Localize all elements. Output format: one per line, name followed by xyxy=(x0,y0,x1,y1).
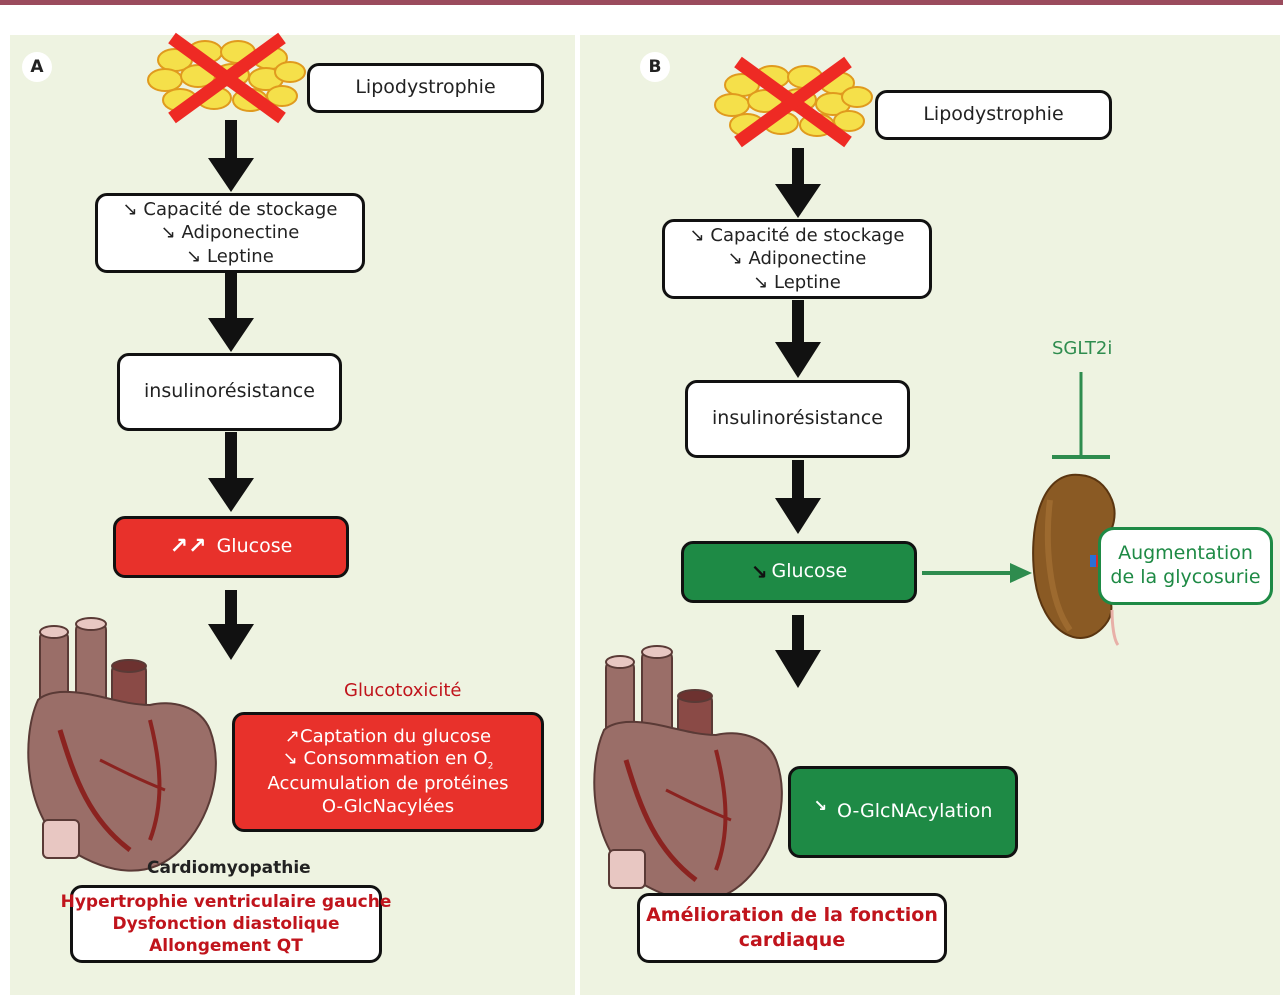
heart-icon-a xyxy=(27,617,217,872)
glucose-down-arrow-icon: ↘ xyxy=(750,559,768,584)
oglcnac-label: O-GlcNAcylation xyxy=(837,800,993,823)
outcome-line-2: Dysfonction diastolique xyxy=(112,913,340,934)
outcome-line-1: Hypertrophie ventriculaire gauche xyxy=(60,891,392,912)
glucose-box-b: ↘ Glucose xyxy=(681,541,917,603)
lipodystrophy-box-b: Lipodystrophie xyxy=(875,90,1112,140)
storage-b-line-3: ↘ Leptine xyxy=(753,271,841,293)
storage-line-3: ↘ Leptine xyxy=(186,245,274,267)
storage-line-2: ↘ Adiponectine xyxy=(160,222,300,244)
glucose-up-arrows-icon: ↗↗ xyxy=(169,534,207,560)
cardiomyopathy-label: Cardiomyopathie xyxy=(147,858,311,878)
oglcnac-box: ↘ O-GlcNAcylation xyxy=(788,766,1018,858)
panel-b-label: B xyxy=(640,52,670,82)
arrow-b-1 xyxy=(775,148,821,218)
lipodystrophy-label-b: Lipodystrophie xyxy=(923,103,1064,126)
storage-b-line-2: ↘ Adiponectine xyxy=(727,248,867,270)
glycosuria-box: Augmentation de la glycosurie xyxy=(1098,527,1273,605)
glycosuria-line-1: Augmentation xyxy=(1118,542,1253,565)
kidney-icon xyxy=(1032,473,1120,646)
insulin-resistance-label-b: insulinorésistance xyxy=(712,407,883,430)
outcome-b-line-1: Amélioration de la fonction xyxy=(646,904,938,927)
heart-icon-b xyxy=(593,645,783,902)
arrow-b-4 xyxy=(775,615,821,688)
insulin-resistance-box-b: insulinorésistance xyxy=(685,380,910,458)
storage-box-a: ↘ Capacité de stockage ↘ Adiponectine ↘ … xyxy=(95,193,365,273)
glucotox-line-2: ↘ Consommation en O2 xyxy=(282,748,494,772)
red-cross-icon-b xyxy=(734,56,852,148)
outcomes-box-a: Hypertrophie ventriculaire gauche Dysfon… xyxy=(61,885,391,963)
arrow-b-3 xyxy=(775,460,821,534)
outcome-b-line-2: cardiaque xyxy=(738,929,846,951)
glucotox-line-1: ↗Captation du glucose xyxy=(284,725,492,747)
red-cross-icon-a xyxy=(168,32,286,124)
sglt2i-inhibition-icon xyxy=(1052,372,1110,459)
storage-line-1: ↘ Capacité de stockage xyxy=(122,198,338,220)
oglcnac-down-arrow-icon: ↘ xyxy=(813,796,828,815)
arrow-b-2 xyxy=(775,300,821,378)
panel-a-label: A xyxy=(22,52,52,82)
glucotoxicity-box: ↗Captation du glucose ↘ Consommation en … xyxy=(232,712,544,832)
adipose-tissue-icon-a xyxy=(147,40,306,112)
arrow-a-2 xyxy=(208,272,254,352)
arrow-a-1 xyxy=(208,120,254,192)
glucotox-line-3: Accumulation de protéines xyxy=(267,773,509,795)
arrow-a-4 xyxy=(208,590,254,660)
glycosuria-line-2: de la glycosurie xyxy=(1110,566,1261,588)
glucose-label-a: Glucose xyxy=(216,535,293,558)
glucotox-line-4: O-GlcNacylées xyxy=(321,795,455,817)
glucose-label-b: Glucose xyxy=(771,560,848,583)
outcome-line-3: Allongement QT xyxy=(149,936,303,957)
lipodystrophy-box-a: Lipodystrophie xyxy=(307,63,544,113)
top-bar xyxy=(0,0,1283,5)
lipodystrophy-label-a: Lipodystrophie xyxy=(355,76,496,99)
storage-b-line-1: ↘ Capacité de stockage xyxy=(689,224,905,246)
insulin-resistance-box-a: insulinorésistance xyxy=(117,353,342,431)
sglt2i-label: SGLT2i xyxy=(1052,338,1113,359)
glucose-box-a: ↗↗ Glucose xyxy=(113,516,349,578)
storage-box-b: ↘ Capacité de stockage ↘ Adiponectine ↘ … xyxy=(662,219,932,299)
green-arrow-to-kidney xyxy=(922,563,1032,583)
arrow-a-3 xyxy=(208,432,254,512)
glucotoxicity-title: Glucotoxicité xyxy=(344,680,462,701)
insulin-resistance-label-a: insulinorésistance xyxy=(144,380,315,403)
outcome-box-b: Amélioration de la fonction cardiaque xyxy=(637,893,947,963)
